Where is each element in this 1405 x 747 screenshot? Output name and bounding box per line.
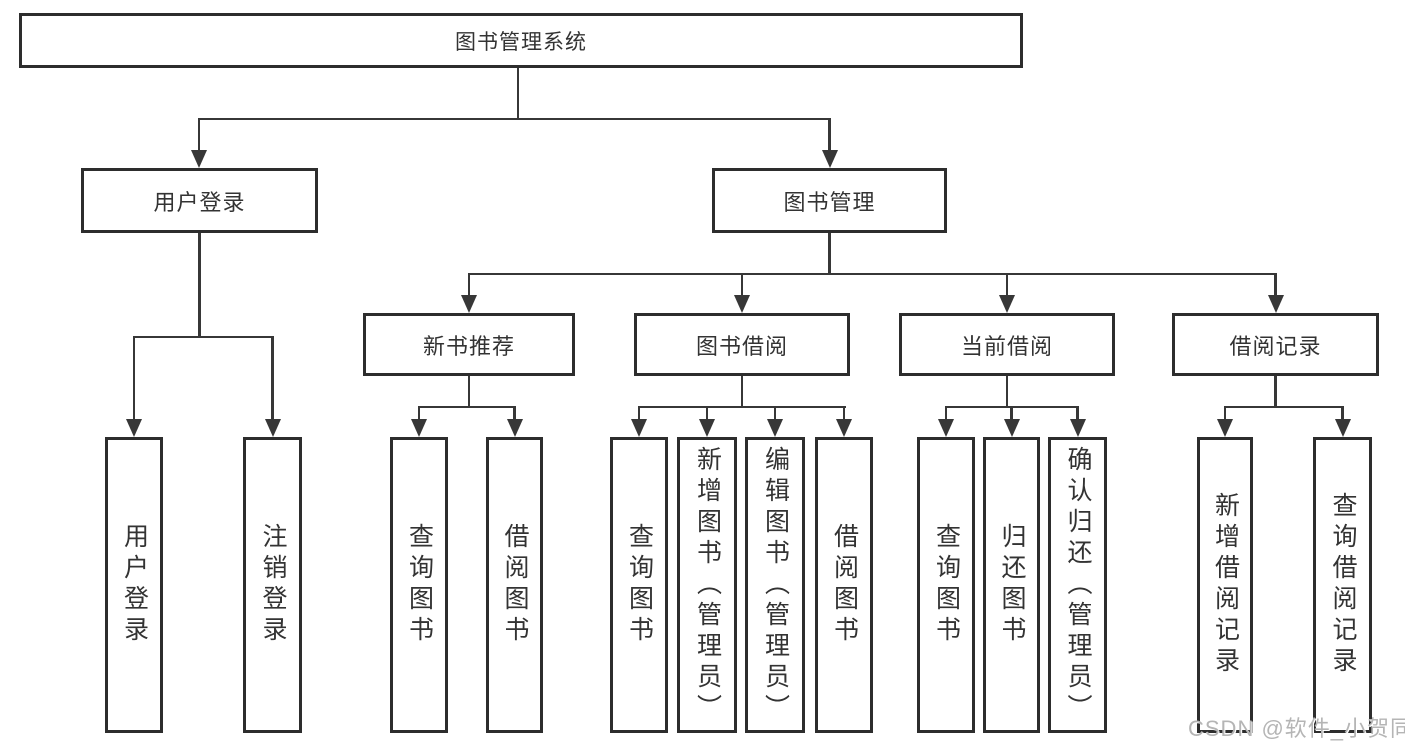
node-borrow-record: 借阅记录 [1172,313,1379,376]
node-book-mgmt: 图书管理 [712,168,947,233]
leaf-cb-query-books: 查询图书 [917,437,975,733]
arrow-down-icon [999,295,1015,313]
connector-borrow-record-stem [1274,375,1277,407]
node-user-login-label: 用户登录 [153,189,246,215]
arrow-down-icon [836,419,852,437]
connector-new-book-bus [417,405,516,408]
node-book-borrow: 图书借阅 [634,313,850,376]
connector-book-mgmt-drop [828,118,831,152]
arrow-down-icon [1334,419,1351,437]
connector-level2-bus [197,117,831,120]
arrow-down-icon [938,419,954,437]
connector-ul-logout-drop [271,336,274,420]
connector-book-borrow-drop [740,273,744,297]
connector-user-login-drop [197,118,201,152]
connector-user-login-stem [198,233,201,337]
connector-cb-query-drop [944,406,948,421]
arrow-down-icon [506,419,523,437]
node-root: 图书管理系统 [19,13,1023,68]
connector-level3-bus [467,272,1277,275]
connector-bb-edit-drop [773,406,777,421]
connector-bb-add-drop [705,406,709,421]
leaf-logout-label: 注销登录 [259,523,287,647]
leaf-cb-confirm-return: 确认归还（管理员） [1048,437,1107,733]
connector-user-login-bus [132,335,274,338]
arrow-down-icon [461,295,477,313]
leaf-bb-borrow-books: 借阅图书 [815,437,873,733]
csdn-watermark: CSDN @软件_小贺同学 [1188,716,1405,741]
connector-cb-confirm-drop [1076,406,1079,421]
node-root-label: 图书管理系统 [455,30,587,54]
connector-br-add-drop [1223,406,1227,421]
leaf-bb-add-books-label: 新增图书（管理员） [693,445,722,725]
connector-nb-query-drop [417,406,421,421]
connector-nb-borrow-drop [513,406,516,421]
arrow-down-icon [1069,419,1086,437]
connector-bb-query-drop [637,406,641,421]
connector-current-borrow-stem [1005,375,1009,407]
arrow-down-icon [1003,419,1020,437]
arrow-down-icon [411,419,427,437]
arrow-down-icon [631,419,647,437]
arrow-down-icon [126,419,142,437]
leaf-bb-add-books: 新增图书（管理员） [677,437,737,733]
node-borrow-record-label: 借阅记录 [1229,333,1322,359]
leaf-nb-query-books: 查询图书 [390,437,448,733]
leaf-br-query-record-label: 查询借阅记录 [1329,492,1357,678]
leaf-br-add-record: 新增借阅记录 [1197,437,1253,733]
connector-borrow-record-drop [1274,273,1277,297]
leaf-br-query-record: 查询借阅记录 [1313,437,1372,733]
connector-new-book-drop [467,273,471,297]
leaf-bb-query-books-label: 查询图书 [625,523,654,647]
node-user-login: 用户登录 [81,168,318,233]
leaf-bb-edit-books-label: 编辑图书（管理员） [761,445,790,725]
connector-current-borrow-drop [1005,273,1009,297]
node-book-borrow-label: 图书借阅 [695,333,788,359]
leaf-nb-borrow-books-label: 借阅图书 [501,523,529,647]
leaf-user-login-label: 用户登录 [120,523,149,647]
leaf-bb-edit-books: 编辑图书（管理员） [745,437,805,733]
leaf-cb-query-books-label: 查询图书 [932,523,961,647]
connector-ul-login-drop [132,336,136,420]
node-current-borrow-label: 当前借阅 [960,333,1053,359]
leaf-bb-query-books: 查询图书 [610,437,668,733]
node-book-mgmt-label: 图书管理 [783,189,876,215]
leaf-bb-borrow-books-label: 借阅图书 [830,523,859,647]
leaf-logout: 注销登录 [243,437,302,733]
connector-book-borrow-stem [740,375,744,407]
arrow-down-icon [734,295,750,313]
leaf-br-add-record-label: 新增借阅记录 [1211,492,1240,678]
leaf-nb-borrow-books: 借阅图书 [486,437,543,733]
connector-borrow-record-bus [1223,405,1344,408]
connector-br-query-drop [1341,406,1344,421]
leaf-nb-query-books-label: 查询图书 [405,523,434,647]
arrow-down-icon [191,150,207,168]
arrow-down-icon [821,150,838,168]
arrow-down-icon [767,419,783,437]
connector-root-stem [516,67,519,119]
connector-bb-borrow-drop [842,406,846,421]
arrow-down-icon [1217,419,1233,437]
arrow-down-icon [699,419,715,437]
leaf-user-login: 用户登录 [105,437,163,733]
connector-cb-return-drop [1010,406,1013,421]
node-current-borrow: 当前借阅 [899,313,1115,376]
connector-book-borrow-bus [637,405,846,408]
arrow-down-icon [264,419,281,437]
node-new-book-rec: 新书推荐 [363,313,575,376]
leaf-cb-return-books-label: 归还图书 [998,523,1026,647]
arrow-down-icon [1267,295,1284,313]
connector-new-book-stem [467,375,471,407]
leaf-cb-confirm-return-label: 确认归还（管理员） [1064,445,1092,725]
node-new-book-rec-label: 新书推荐 [422,333,515,359]
leaf-cb-return-books: 归还图书 [983,437,1040,733]
connector-book-mgmt-stem [828,233,831,274]
